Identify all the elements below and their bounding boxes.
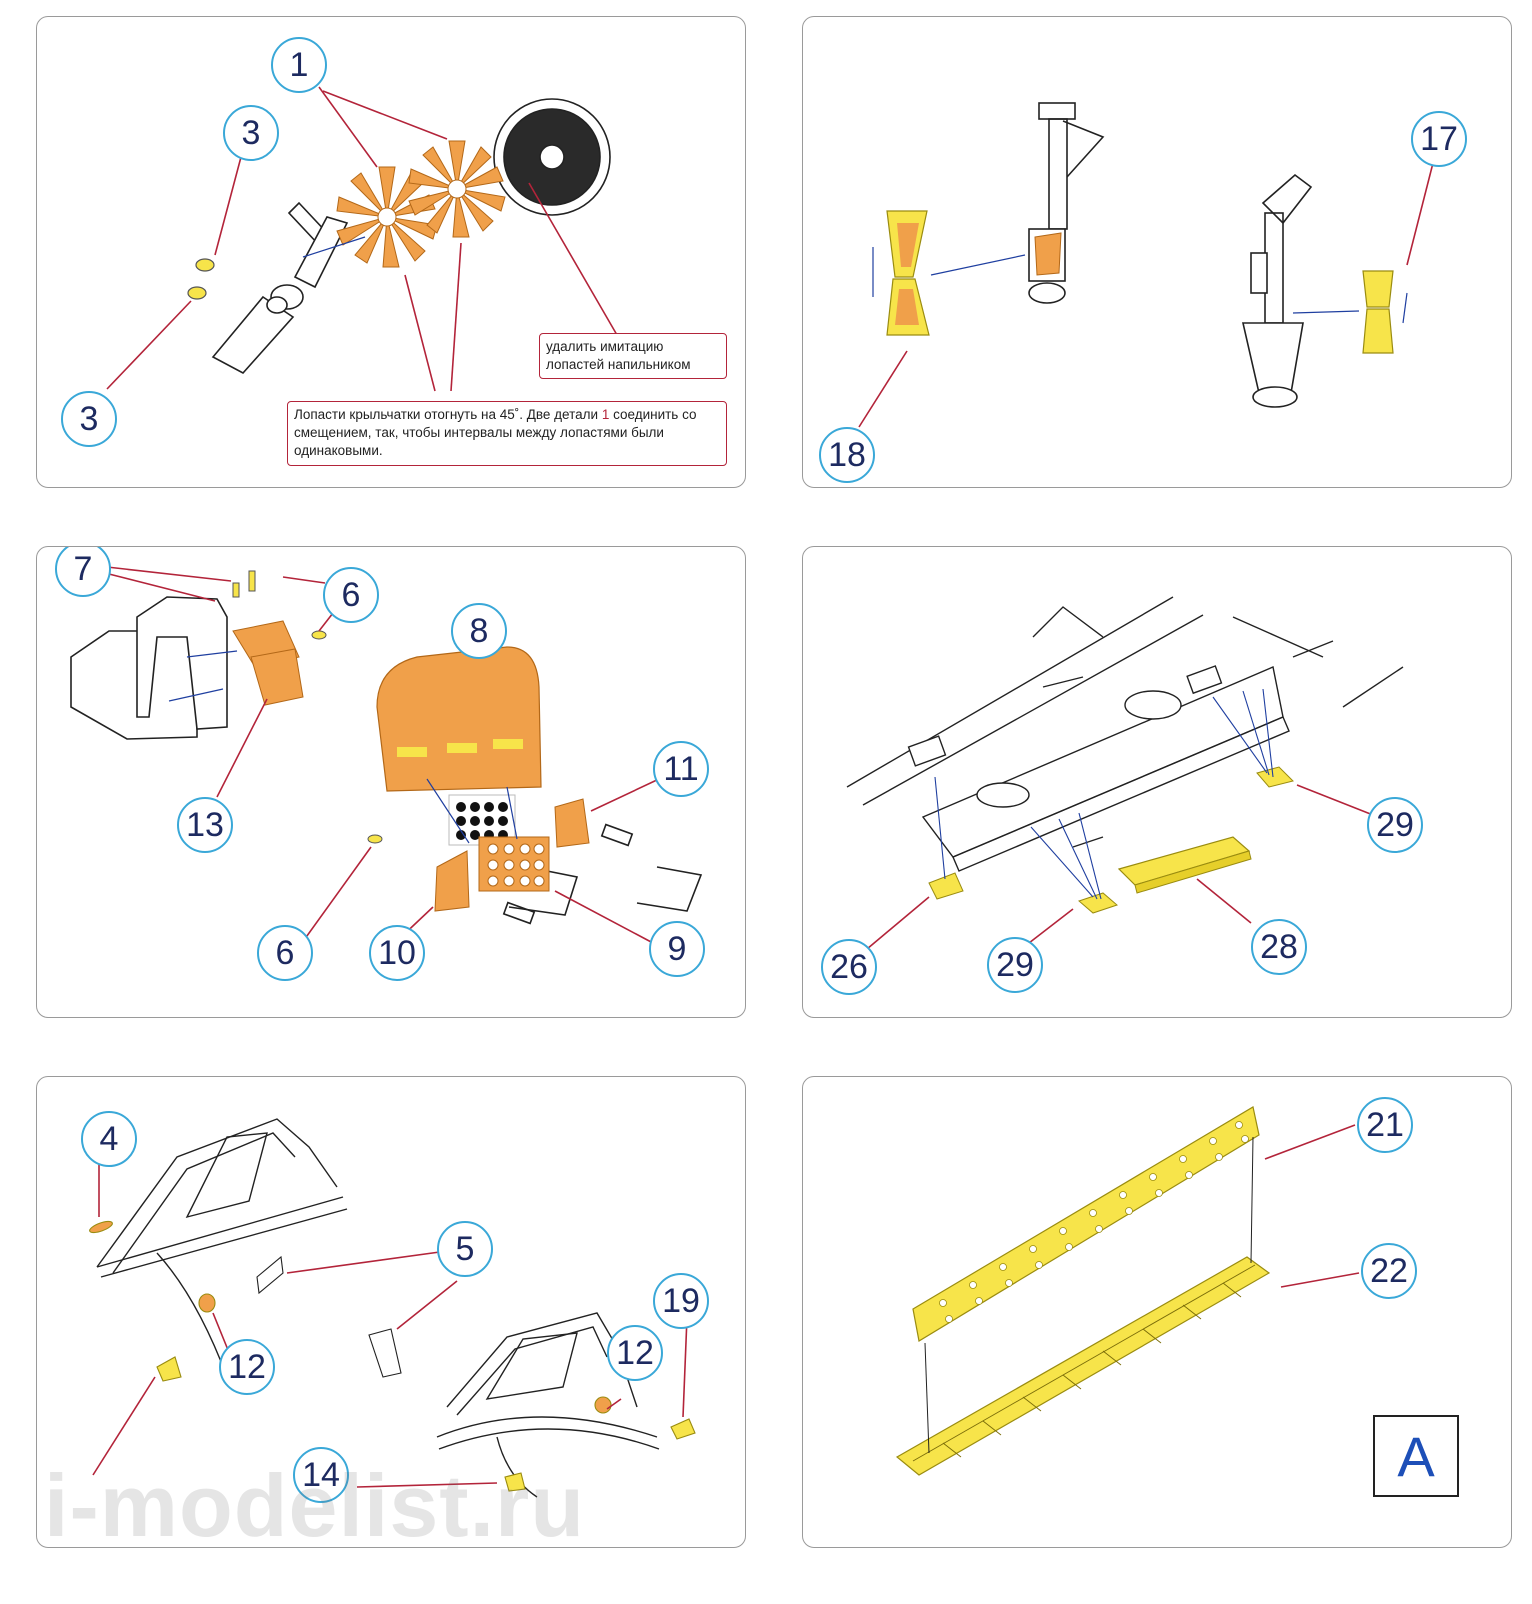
callout-17: 17 — [1411, 111, 1467, 167]
panel-part-10 — [434, 850, 470, 912]
callout-21: 21 — [1357, 1097, 1413, 1153]
plates-diagram — [895, 1106, 1360, 1476]
callout-6-top: 6 — [323, 567, 379, 623]
instrument-diagram — [70, 566, 703, 948]
callout-7: 7 — [55, 547, 111, 597]
note-remove-blades: удалить имитацию лопастей напильником — [539, 333, 727, 380]
panel-instrument-panel: 7 6 8 11 13 6 10 9 — [36, 546, 746, 1018]
callout-5: 5 — [437, 1221, 493, 1277]
note-bend-part-ref: 1 — [601, 407, 610, 422]
callout-29-bottom: 29 — [987, 937, 1043, 993]
panel-canopy-frames: 4 5 19 12 12 14 — [36, 1076, 746, 1548]
door-part-17 — [1362, 270, 1394, 354]
plate-part-29-lower — [1078, 892, 1118, 914]
callout-11: 11 — [653, 741, 709, 797]
panel-floor-plates: 21 22 A — [802, 1076, 1512, 1548]
note-bend-blades: Лопасти крыльчатки отогнуть на 45˚. Две … — [287, 401, 727, 466]
callout-12-left: 12 — [219, 1339, 275, 1395]
callout-4: 4 — [81, 1111, 137, 1167]
panel-landing-gear: 17 18 — [802, 16, 1512, 488]
callout-26: 26 — [821, 939, 877, 995]
gear-diagram — [858, 102, 1434, 428]
panel-part-11 — [554, 798, 590, 848]
panel-floor-bay: 29 26 29 28 — [802, 546, 1512, 1018]
callout-9: 9 — [649, 921, 705, 977]
watermark: i-modelist.ru — [44, 1456, 586, 1555]
panel-part-8 — [376, 646, 542, 792]
impeller-right — [408, 140, 506, 238]
note-bend-text-1: Лопасти крыльчатки отогнуть на 45˚. Две … — [294, 407, 602, 422]
panel-fan-impeller: 1 3 3 удалить имитацию лопастей напильни… — [36, 16, 746, 488]
callout-22: 22 — [1361, 1243, 1417, 1299]
floor-diagram — [846, 596, 1404, 950]
callout-12-right: 12 — [607, 1325, 663, 1381]
callout-19: 19 — [653, 1273, 709, 1329]
plate-part-29-upper — [1256, 766, 1294, 788]
callout-1: 1 — [271, 37, 327, 93]
callout-28: 28 — [1251, 919, 1307, 975]
note-bend-text-2: соединить со смещением, так, чтобы интер… — [294, 407, 697, 459]
callout-29-right: 29 — [1367, 797, 1423, 853]
fan-diagram — [106, 86, 618, 392]
callout-6-bottom: 6 — [257, 925, 313, 981]
callout-8: 8 — [451, 603, 507, 659]
plate-part-26 — [928, 872, 964, 900]
callout-14: 14 — [293, 1447, 349, 1503]
callout-18: 18 — [819, 427, 875, 483]
callout-13: 13 — [177, 797, 233, 853]
grid-plate-part-22 — [895, 1256, 1271, 1476]
gauge-frame-part-9 — [478, 836, 550, 892]
sheet-letter-label: A — [1373, 1415, 1459, 1497]
callout-3-top: 3 — [223, 105, 279, 161]
callout-10: 10 — [369, 925, 425, 981]
callout-3-bottom: 3 — [61, 391, 117, 447]
perforated-strip-part-21 — [912, 1106, 1260, 1342]
